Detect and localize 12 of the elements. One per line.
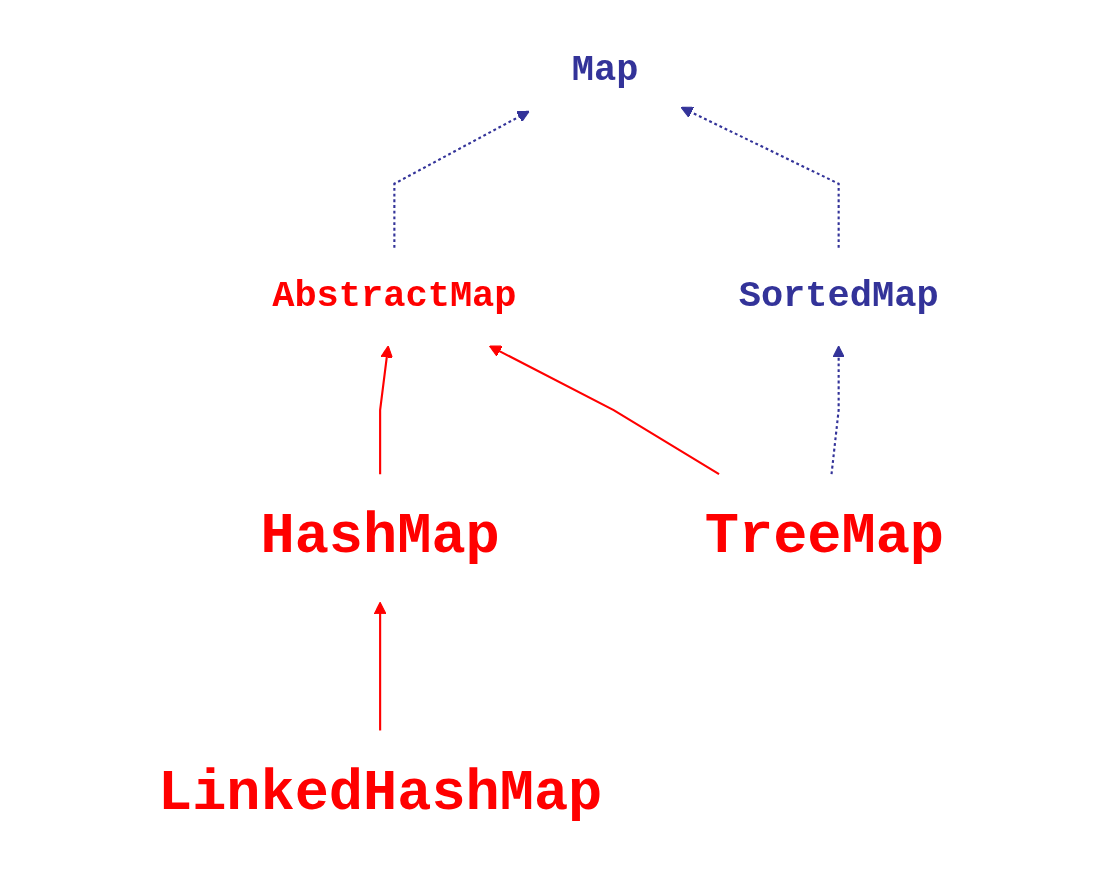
node-text: TreeMap bbox=[704, 505, 945, 570]
node-text: LinkedHashMap bbox=[157, 761, 603, 826]
node-text: HashMap bbox=[260, 505, 500, 570]
node-text: Map bbox=[571, 48, 639, 92]
arrow bbox=[680, 106, 840, 248]
node-text: SortedMap bbox=[738, 274, 939, 318]
node-text: AbstractMap bbox=[272, 274, 517, 318]
arrow bbox=[488, 345, 720, 476]
arrow bbox=[373, 601, 387, 731]
arrow bbox=[393, 110, 530, 248]
arrow bbox=[830, 345, 845, 475]
arrow bbox=[379, 345, 393, 475]
